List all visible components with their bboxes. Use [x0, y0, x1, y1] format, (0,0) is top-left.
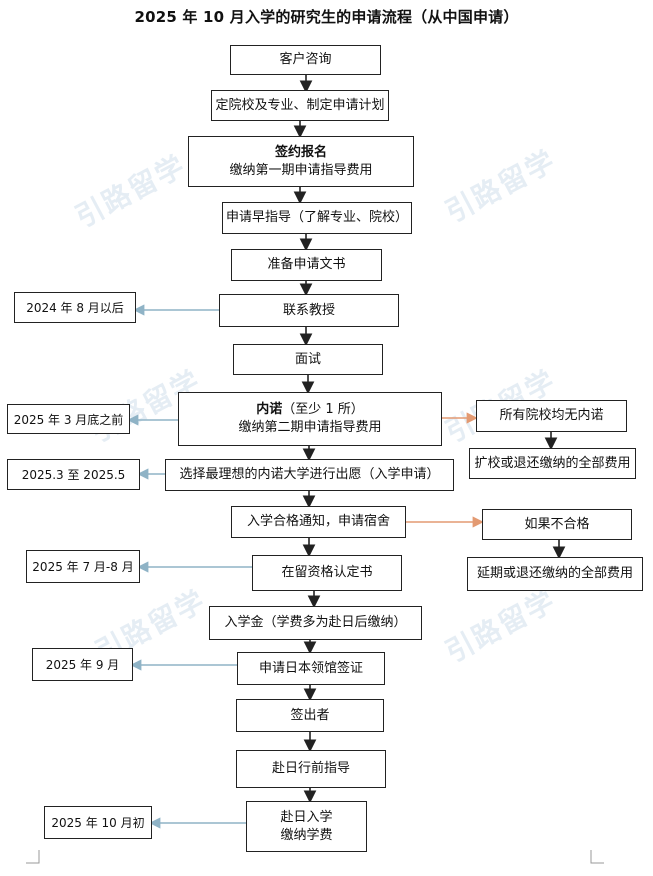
step-offer-fee: 缴纳第二期申请指导费用: [238, 420, 382, 435]
step-plan-label: 定院校及专业、制定申请计划: [215, 97, 385, 113]
branch-fail-label: 如果不合格: [524, 516, 590, 532]
step-contact: 联系教授: [219, 294, 399, 327]
step-choose: 选择最理想的内诺大学进行出愿（入学申请）: [165, 459, 454, 491]
branch-no-offer-label: 所有院校均无内诺: [499, 408, 604, 423]
step-tuition-label: 缴纳学费: [280, 827, 333, 843]
step-documents: 准备申请文书: [231, 249, 382, 281]
step-pre-departure: 赴日行前指导: [236, 750, 386, 788]
step-guidance: 申请早指导（了解专业、院校）: [222, 202, 412, 234]
step-coe-label: 在留资格认定书: [281, 565, 373, 580]
step-guidance-label: 申请早指导（了解专业、院校）: [225, 210, 408, 225]
step-entrance-fee-label: 入学金（学费多为赴日后缴纳）: [224, 615, 407, 630]
branch-fail: 如果不合格: [482, 509, 632, 540]
step-entrance-fee: 入学金（学费多为赴日后缴纳）: [209, 606, 422, 640]
branch-fail-result-label: 延期或退还缴纳的全部费用: [476, 566, 633, 581]
step-visa-label: 申请日本领馆签证: [258, 660, 363, 676]
date-contact-label: 2024 年 8 月以后: [26, 301, 124, 315]
step-choose-label: 选择最理想的内诺大学进行出愿（入学申请）: [179, 467, 440, 482]
step-consult-label: 客户咨询: [279, 52, 332, 67]
step-admission-label: 入学合格通知，申请宿舍: [246, 514, 390, 529]
step-sign-fee: 缴纳第一期申请指导费用: [229, 162, 373, 178]
corner-mark-right: [590, 850, 604, 864]
branch-no-offer-result: 扩校或退还缴纳的全部费用: [469, 448, 636, 479]
step-sign-title: 签约报名: [274, 144, 327, 160]
date-choose-label: 2025.3 至 2025.5: [21, 468, 126, 482]
step-documents-label: 准备申请文书: [267, 257, 346, 272]
step-interview-label: 面试: [294, 351, 321, 367]
step-arrive: 赴日入学 缴纳学费: [246, 801, 367, 852]
step-offer-note: （至少 1 所）: [282, 402, 364, 417]
date-coe-label: 2025 年 7 月-8 月: [32, 560, 134, 574]
step-offer: 内诺（至少 1 所） 缴纳第二期申请指导费用: [178, 392, 442, 446]
step-sign: 签约报名 缴纳第一期申请指导费用: [188, 136, 414, 187]
branch-no-offer-result-label: 扩校或退还缴纳的全部费用: [474, 455, 631, 471]
step-arrive-label: 赴日入学: [280, 809, 333, 825]
step-contact-label: 联系教授: [282, 302, 335, 318]
branch-fail-result: 延期或退还缴纳的全部费用: [467, 557, 643, 591]
date-visa-label: 2025 年 9 月: [45, 658, 120, 672]
date-arrive-label: 2025 年 10 月初: [51, 816, 145, 830]
step-coe: 在留资格认定书: [252, 555, 402, 591]
date-offer: 2025 年 3 月底之前: [7, 404, 130, 434]
date-arrive: 2025 年 10 月初: [44, 806, 152, 839]
step-admission: 入学合格通知，申请宿舍: [231, 506, 406, 538]
branch-no-offer: 所有院校均无内诺: [476, 400, 627, 432]
step-pre-departure-label: 赴日行前指导: [271, 761, 350, 776]
step-offer-line: 内诺（至少 1 所）: [256, 401, 364, 419]
step-depart-check: 签出者: [236, 699, 384, 732]
step-visa: 申请日本领馆签证: [237, 652, 385, 685]
step-offer-title: 内诺: [256, 402, 283, 417]
step-plan: 定院校及专业、制定申请计划: [211, 90, 389, 121]
date-contact: 2024 年 8 月以后: [14, 292, 136, 323]
page-title: 2025 年 10 月入学的研究生的申请流程（从中国申请）: [134, 8, 519, 26]
step-depart-check-label: 签出者: [290, 707, 330, 723]
step-interview: 面试: [233, 344, 383, 375]
date-coe: 2025 年 7 月-8 月: [26, 550, 140, 583]
step-consult: 客户咨询: [230, 45, 381, 75]
corner-mark-left: [26, 850, 40, 864]
date-choose: 2025.3 至 2025.5: [7, 459, 140, 490]
date-visa: 2025 年 9 月: [32, 648, 133, 681]
date-offer-label: 2025 年 3 月底之前: [13, 412, 124, 427]
